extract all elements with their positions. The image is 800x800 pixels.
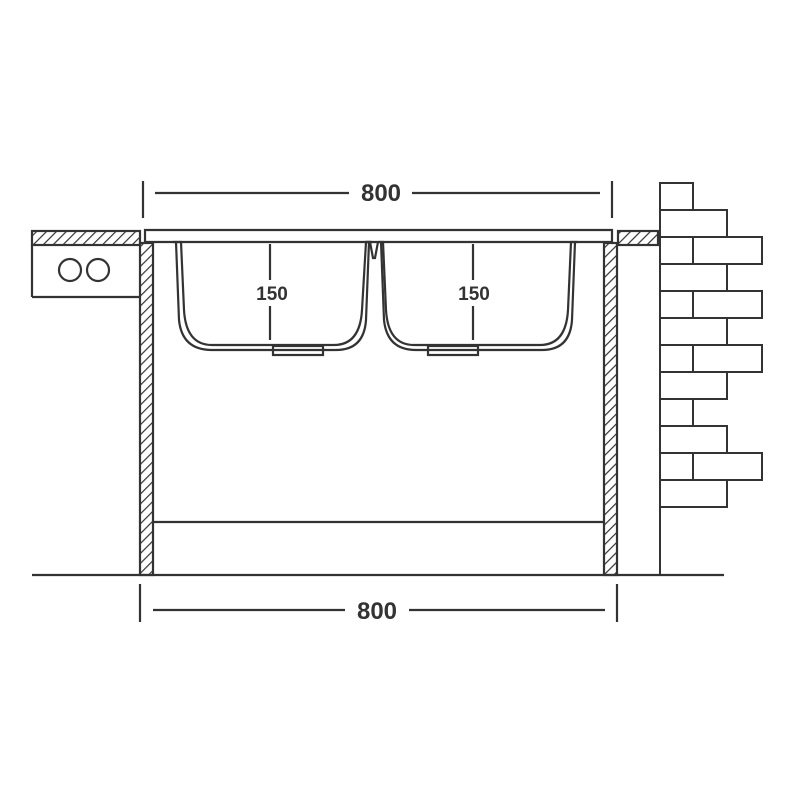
right-countertop [616, 229, 660, 247]
left-drain-icon [271, 344, 325, 357]
brick-wall [659, 182, 763, 575]
knob-icon [57, 257, 83, 283]
right-depth-label: 150 [458, 284, 490, 305]
top-dimension [141, 181, 614, 218]
top-width-label: 800 [361, 180, 401, 207]
left-cabinet-wall [138, 241, 155, 577]
drawer-knobs [57, 257, 111, 283]
left-depth-label: 150 [256, 284, 288, 305]
right-cabinet-wall [602, 241, 619, 577]
right-drain-icon [426, 344, 480, 357]
bottom-width-label: 800 [357, 598, 397, 625]
bowl-divider [366, 240, 380, 260]
knob-icon [85, 257, 111, 283]
bottom-dimension [138, 584, 619, 622]
left-countertop [30, 229, 142, 299]
sink-rim [143, 228, 614, 244]
